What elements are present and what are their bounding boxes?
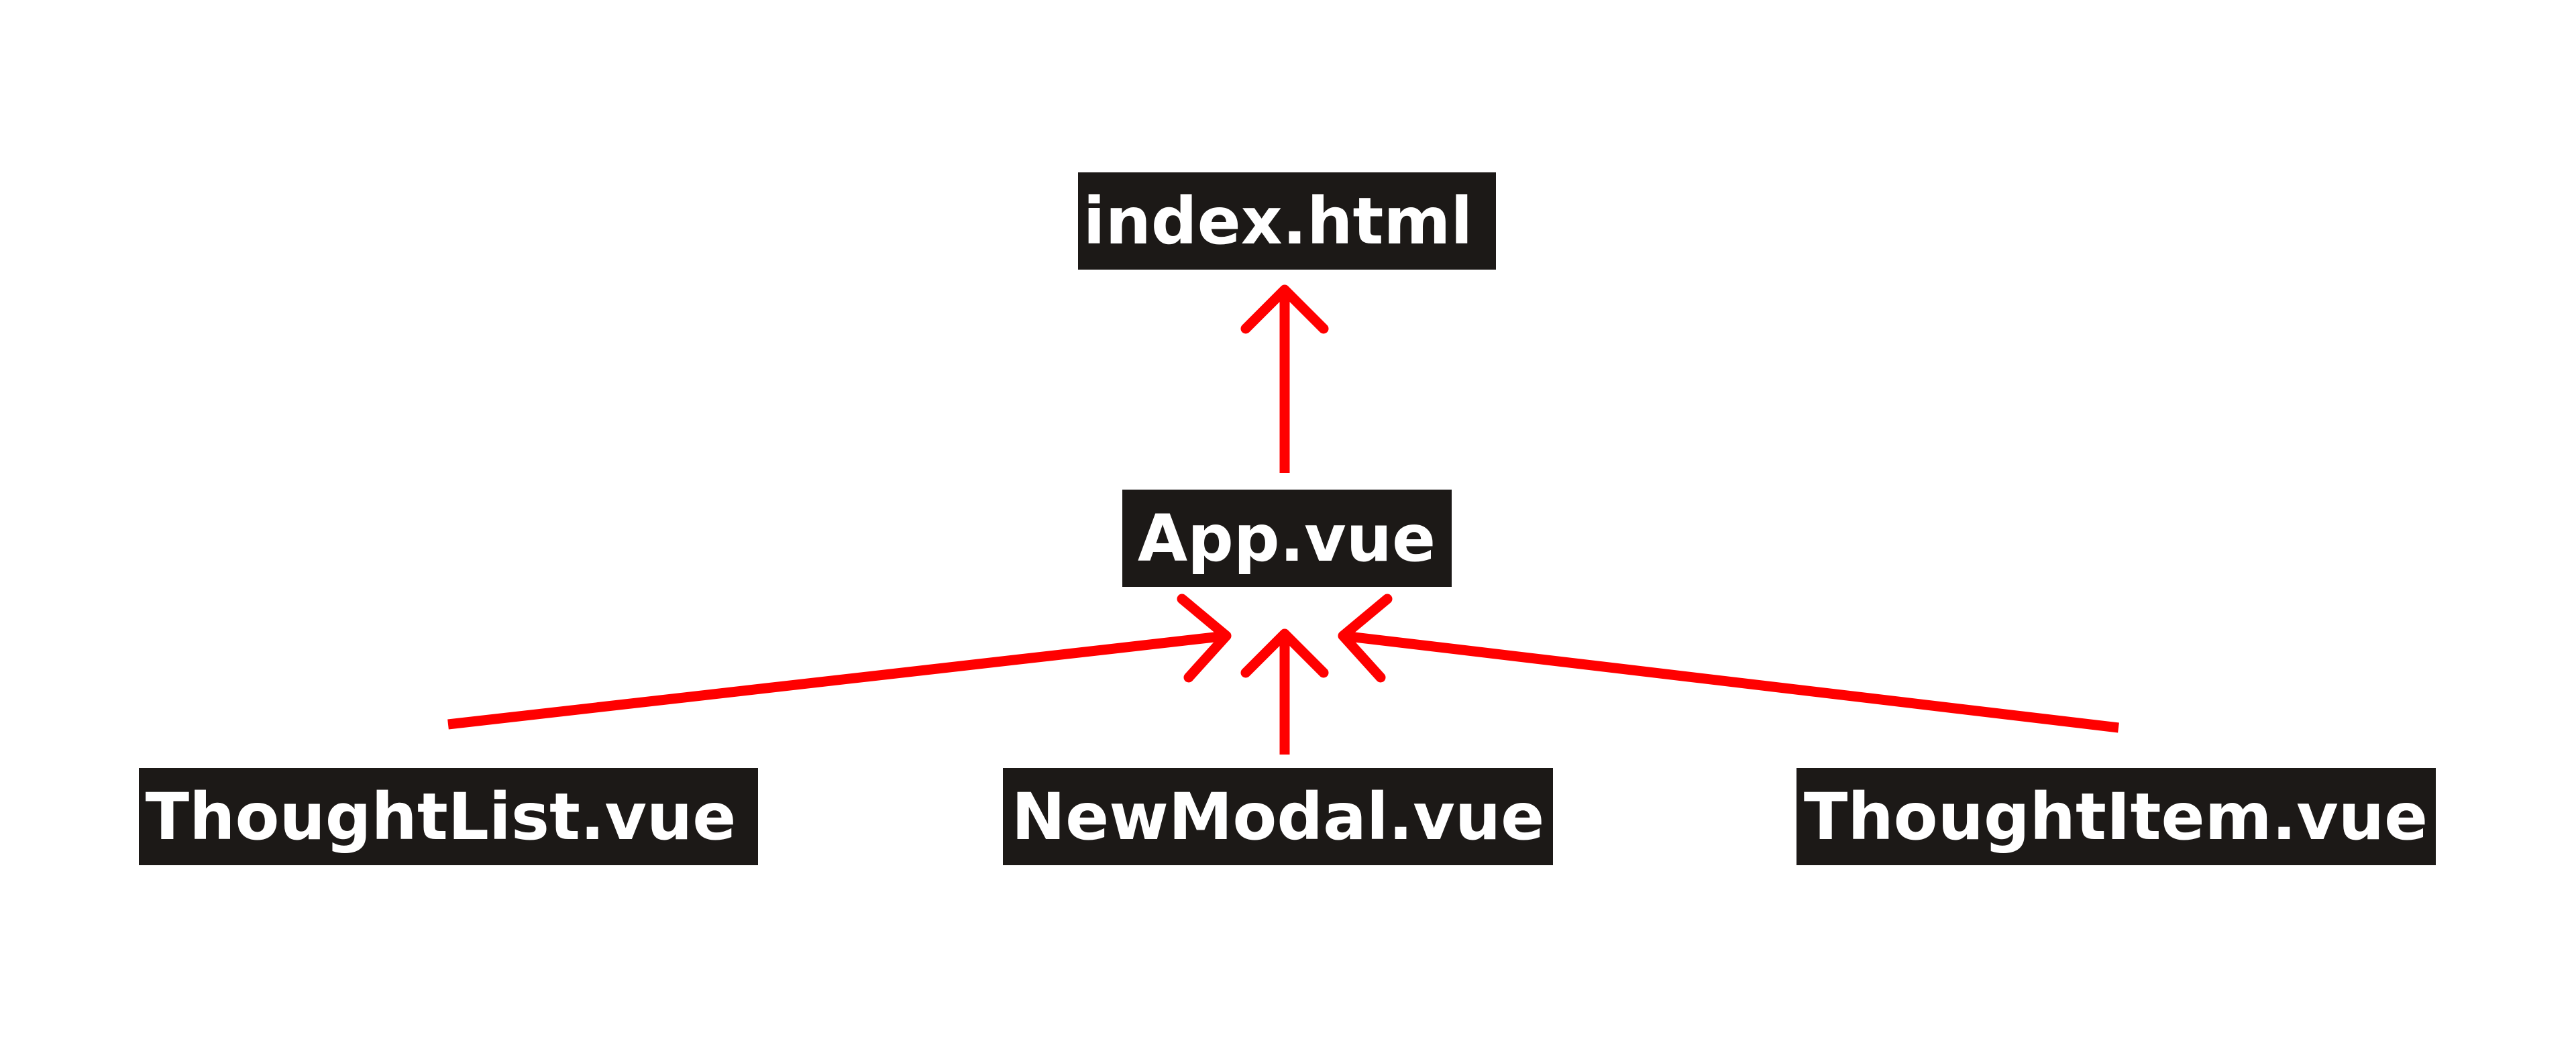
node-thoughtlist-vue-label: ThoughtList.vue <box>146 779 737 854</box>
edge-newmodal-to-app <box>1240 628 1329 755</box>
node-newmodal-vue-label: NewModal.vue <box>1012 779 1545 854</box>
node-index-html-label: index.html <box>1083 184 1473 259</box>
edge-app-to-index <box>1240 284 1329 473</box>
edge-thoughtitem-to-app <box>1338 594 2119 733</box>
edge-thoughtlist-to-app <box>447 594 1232 730</box>
node-app-vue-label: App.vue <box>1138 501 1436 576</box>
node-newmodal-vue: NewModal.vue <box>1003 768 1553 865</box>
node-thoughtitem-vue-label: ThoughtItem.vue <box>1804 779 2428 854</box>
node-index-html: index.html <box>1078 172 1496 270</box>
node-app-vue: App.vue <box>1122 490 1452 587</box>
node-thoughtitem-vue: ThoughtItem.vue <box>1796 768 2436 865</box>
node-thoughtlist-vue: ThoughtList.vue <box>139 768 758 865</box>
